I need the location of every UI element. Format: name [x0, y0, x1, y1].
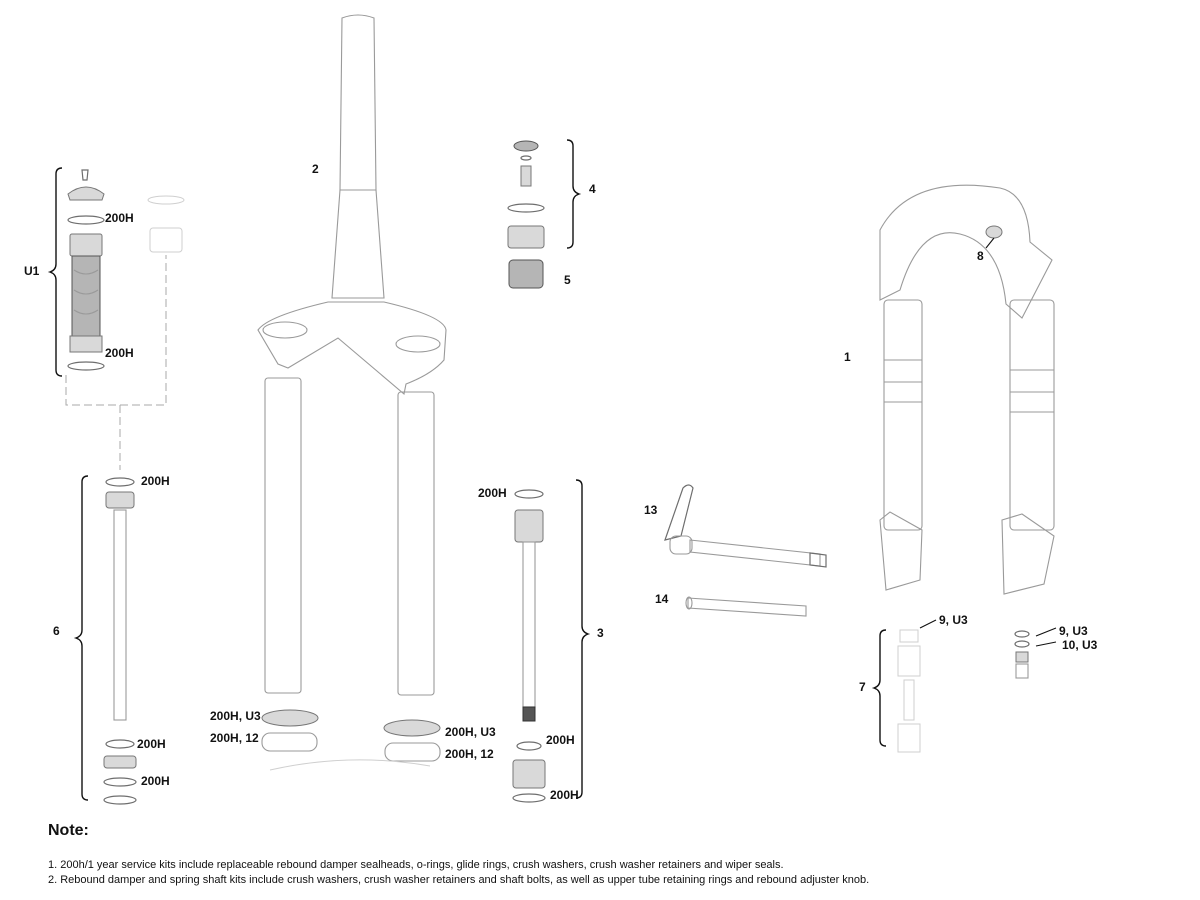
top-cap-assembly [507, 140, 545, 289]
note-line-1: 1. 200h/1 year service kits include repl… [48, 859, 784, 871]
callout-right-seal: 200H, U3 [445, 725, 496, 739]
callout-6-bottom: 200H [141, 774, 170, 788]
callout-4: 4 [589, 182, 596, 196]
axle-with-lever [664, 484, 827, 568]
callout-8: 8 [977, 249, 984, 263]
callout-3: 3 [597, 626, 604, 640]
callout-7-top: 9, U3 [939, 613, 968, 627]
damper-cartridge-part-7 [897, 619, 937, 753]
callout-6-mid: 200H [137, 737, 166, 751]
lower-legs [879, 184, 1055, 595]
dashed-lower-arc [269, 759, 431, 771]
axle-plain [685, 596, 807, 617]
callout-3-mid: 200H [546, 733, 575, 747]
callout-14: 14 [655, 592, 669, 606]
brace-6 [73, 475, 89, 801]
callout-u1-top: 200H [105, 211, 134, 225]
callout-1: 1 [844, 350, 851, 364]
callout-6: 6 [53, 624, 60, 638]
brace-u1 [47, 167, 63, 377]
callout-right-ring: 200H, 12 [445, 747, 494, 761]
callout-7: 7 [859, 680, 866, 694]
brace-4 [566, 139, 582, 249]
rebound-adjuster-knob-part-8 [985, 225, 1003, 249]
callout-6-top: 200H [141, 474, 170, 488]
note-line-2: 2. Rebound damper and spring shaft kits … [48, 874, 870, 886]
callout-3-top: 200H [478, 486, 507, 500]
brace-7 [871, 629, 887, 747]
callout-2: 2 [312, 162, 319, 176]
ghost-spring-parts [147, 195, 185, 253]
right-wiper-seal [383, 719, 441, 762]
small-bolt-parts [1014, 627, 1057, 679]
brace-3 [575, 479, 591, 799]
callout-13: 13 [644, 503, 658, 517]
callout-right-b: 10, U3 [1062, 638, 1098, 652]
rebound-damper-assembly [512, 489, 546, 803]
callout-u1-bottom: 200H [105, 346, 134, 360]
spring-shaft-assembly [103, 477, 137, 805]
callout-left-seal: 200H, U3 [210, 709, 261, 723]
dashed-guide-u1 [65, 255, 167, 406]
callout-right-a: 9, U3 [1059, 624, 1088, 638]
callout-u1: U1 [24, 264, 40, 278]
callout-left-ring: 200H, 12 [210, 731, 259, 745]
notes-title: Note: [48, 822, 89, 839]
crown-steerer-uppers [257, 14, 447, 696]
left-wiper-seal [261, 709, 319, 752]
air-spring-assembly-u1 [67, 169, 105, 371]
callout-5: 5 [564, 273, 571, 287]
notes-section: Note: 1. 200h/1 year service kits includ… [48, 822, 1168, 888]
callout-3-bottom: 200H [550, 788, 579, 802]
